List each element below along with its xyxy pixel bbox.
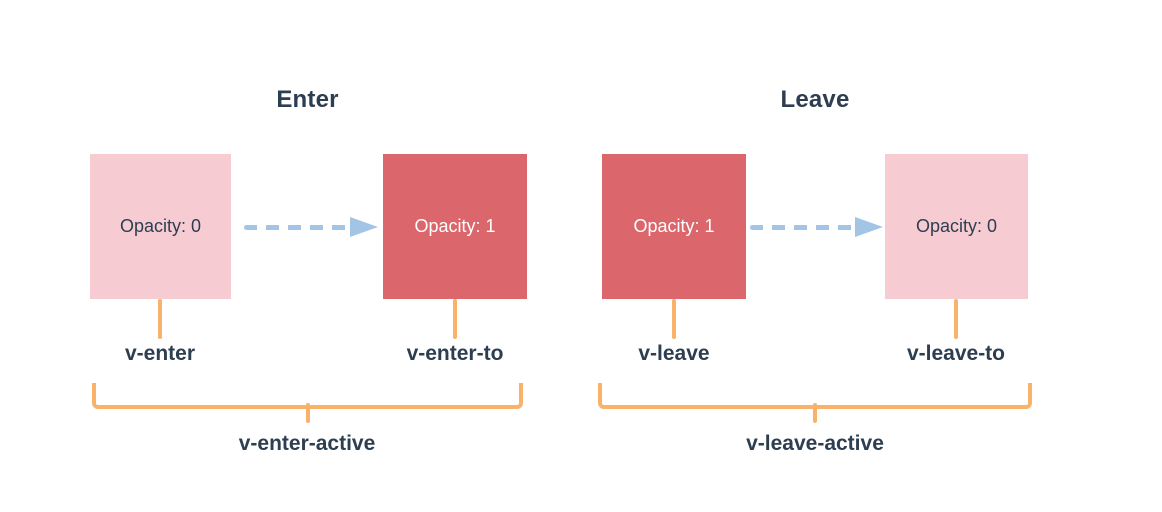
leave-section-title: Leave [780,86,850,113]
enter-section-title: Enter [276,86,339,113]
leave-from-label: v-leave [638,342,710,365]
leave-to-label: v-leave-to [906,342,1006,365]
enter-from-stem [158,299,162,339]
enter-from-label: v-enter [124,342,196,365]
leave-to-stem [954,299,958,339]
enter-to-label: v-enter-to [406,342,504,365]
leave-active-brace [598,383,1032,423]
enter-arrow-head-icon [350,217,378,237]
enter-from-box-text: Opacity: 0 [119,216,202,236]
leave-to-box-text: Opacity: 0 [915,216,998,236]
leave-from-box-text: Opacity: 1 [633,216,715,236]
leave-to-box: Opacity: 0 [885,154,1028,299]
enter-active-brace-tick [305,403,310,423]
leave-active-label: v-leave-active [746,432,884,455]
leave-arrow-dashes [750,225,855,230]
enter-to-box: Opacity: 1 [383,154,527,299]
enter-to-stem [453,299,457,339]
enter-active-brace [92,383,523,423]
enter-active-label: v-enter-active [238,432,376,455]
enter-to-box-text: Opacity: 1 [414,216,496,236]
leave-active-brace-tick [813,403,817,423]
enter-from-box: Opacity: 0 [90,154,231,299]
leave-from-box: Opacity: 1 [602,154,746,299]
leave-from-stem [672,299,676,339]
leave-arrow-head-icon [855,217,883,237]
enter-arrow-dashes [244,225,350,230]
